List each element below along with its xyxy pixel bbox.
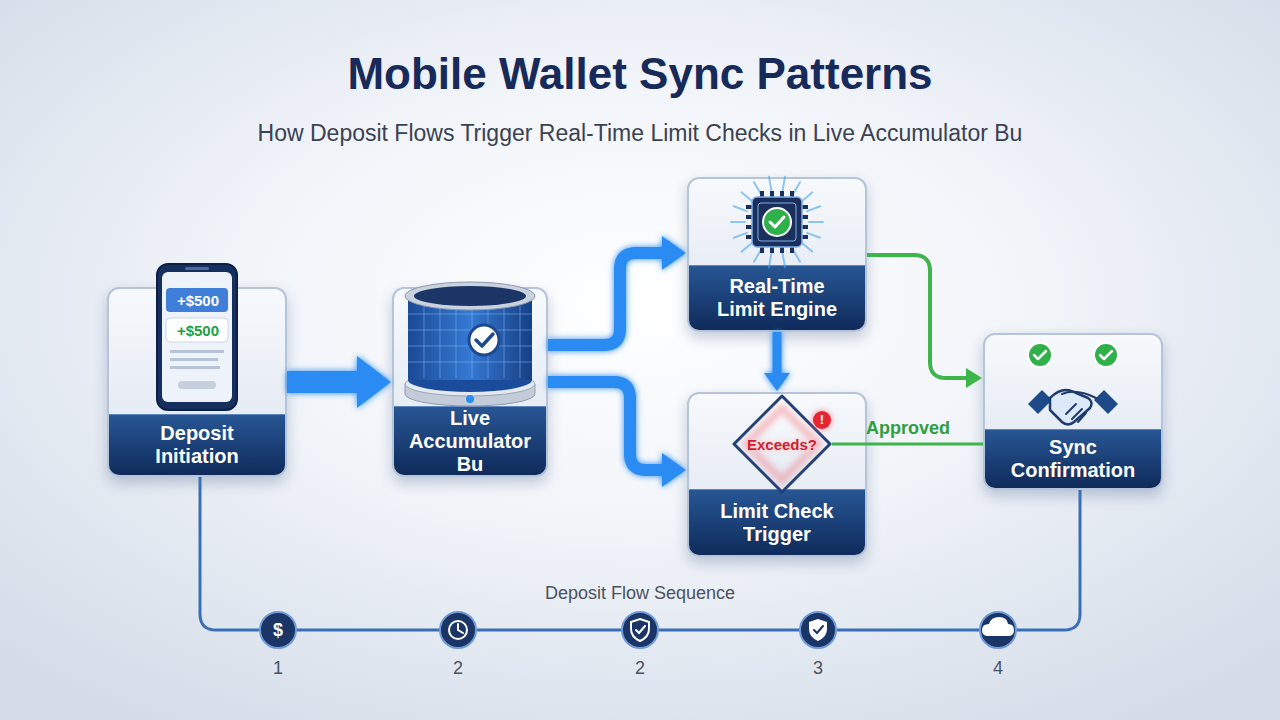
handshake	[1050, 390, 1092, 425]
cylinder-top	[414, 286, 526, 306]
chip-rays	[731, 177, 823, 268]
amount-text: +$500	[177, 322, 219, 339]
edge-label: Approved	[866, 418, 950, 439]
timeline-title: Deposit Flow Sequence	[545, 583, 735, 604]
step-circle	[800, 612, 836, 648]
cylinder-body	[408, 296, 532, 380]
chip-core	[758, 203, 796, 241]
node-band: Limit Check Trigger	[689, 489, 865, 555]
handshake-fingers	[1062, 392, 1096, 422]
alert-badge: !	[813, 411, 831, 429]
cylinder-base	[405, 384, 535, 406]
diamond-glow	[746, 408, 818, 480]
check-mark	[814, 626, 823, 633]
text-line	[170, 358, 218, 361]
text-line	[170, 366, 220, 369]
node-label: Real-Time Limit Engine	[707, 275, 847, 321]
cylinder-cap	[405, 282, 535, 310]
text-line	[170, 350, 224, 353]
sleeve	[1028, 390, 1052, 414]
phone-body	[157, 264, 237, 410]
cylinder-bottom	[408, 368, 532, 392]
approval-arrow	[867, 255, 967, 378]
amount-card	[166, 318, 228, 342]
node-band: Deposit Initiation	[109, 414, 285, 475]
phone-notch	[185, 267, 209, 270]
flow-arrow	[287, 371, 358, 393]
step-number: 2	[453, 658, 463, 679]
check-mark	[476, 334, 493, 346]
process-box: Sync Confirmation	[983, 333, 1163, 490]
shield-icon	[631, 619, 649, 641]
node-band: Sync Confirmation	[985, 429, 1161, 488]
step-circle	[622, 612, 658, 648]
diamond-shape	[734, 396, 830, 492]
chip-pins	[746, 191, 808, 253]
node-label: Limit Check Trigger	[707, 500, 847, 546]
step-number: 2	[635, 658, 645, 679]
process-box: Real-Time Limit Engine	[687, 177, 867, 332]
decision-label: Exceeds?	[747, 436, 817, 453]
check-mark	[636, 626, 645, 633]
check-mark	[770, 217, 784, 227]
diagram-title: Mobile Wallet Sync Patterns	[0, 50, 1280, 98]
check-mark	[1034, 351, 1046, 359]
clock-icon	[449, 621, 467, 639]
step-number: 1	[273, 658, 283, 679]
check-badge	[763, 208, 791, 236]
node-band: Live Accumulator Bu	[394, 406, 546, 475]
check-badge	[1028, 343, 1052, 367]
cylinder-grid	[408, 304, 532, 378]
phone-button	[178, 381, 216, 389]
phone-screen	[162, 272, 232, 402]
cylinder-base-top	[405, 372, 535, 396]
step-circle	[980, 612, 1016, 648]
amount-bar	[166, 288, 228, 312]
chip-body	[752, 197, 802, 247]
step-circle	[440, 612, 476, 648]
sleeve	[1094, 390, 1118, 414]
cloud-icon	[982, 617, 1014, 636]
check-badge	[469, 325, 499, 355]
node-label: Live Accumulator Bu	[395, 407, 545, 476]
step-number: 3	[813, 658, 823, 679]
process-box: Live Accumulator Bu	[392, 287, 548, 477]
decision-diamond: Exceeds?	[732, 394, 832, 494]
amount-text: +$500	[177, 292, 219, 309]
process-box: Deposit Initiation +$500 +$500	[107, 287, 287, 477]
flow-arrow	[548, 382, 663, 470]
shield-icon	[809, 619, 827, 641]
node-label: Sync Confirmation	[1003, 436, 1143, 482]
flow-arrow	[773, 332, 782, 374]
step-circle	[260, 612, 296, 648]
status-light	[466, 395, 474, 403]
diagram-subtitle: How Deposit Flows Trigger Real-Time Limi…	[0, 120, 1280, 148]
node-label: Deposit Initiation	[127, 422, 267, 468]
sequence-line	[200, 477, 1080, 630]
approval-line	[832, 443, 983, 446]
check-mark	[1100, 351, 1112, 359]
flow-arrow	[548, 253, 663, 345]
clock-hands	[458, 624, 463, 633]
check-badge	[1094, 343, 1118, 367]
step-number: 4	[993, 658, 1003, 679]
process-box: Limit Check Trigger Exceeds?	[687, 392, 867, 557]
node-band: Real-Time Limit Engine	[689, 265, 865, 330]
